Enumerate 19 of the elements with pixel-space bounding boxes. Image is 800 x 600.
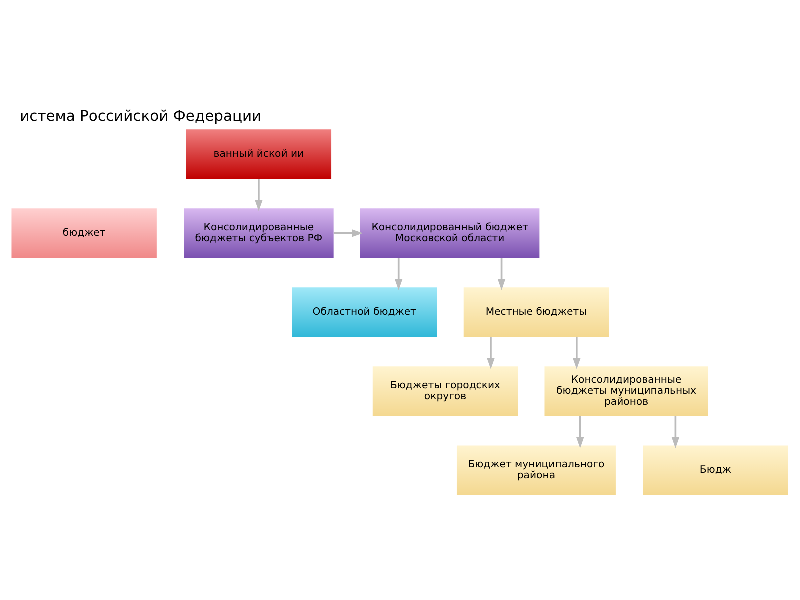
node-box: бюджет [12,208,157,258]
node-box: Консолидированный бюджет Московской области [360,208,540,258]
arrow [573,336,581,369]
node-box: Бюдж [643,445,788,495]
node-box: Областной бюджет [292,287,438,337]
arrow [498,258,506,290]
arrow [394,258,403,290]
arrow [487,336,495,369]
node-box: Консолидированные бюджеты субъектов РФ [184,208,334,258]
node-box: Консолидированные бюджеты муниципальных районов [544,366,708,416]
arrow [672,416,680,448]
node-box: Бюджеты городских округов [372,366,518,416]
arrow [334,229,364,237]
node-box: ванный йской ии [186,129,332,179]
node-box: Местные бюджеты [464,287,610,337]
arrow [576,416,584,448]
diagram-title: истема Российской Федерации [20,108,262,125]
arrow [255,178,263,211]
node-box: Бюджет муниципального района [456,445,616,495]
